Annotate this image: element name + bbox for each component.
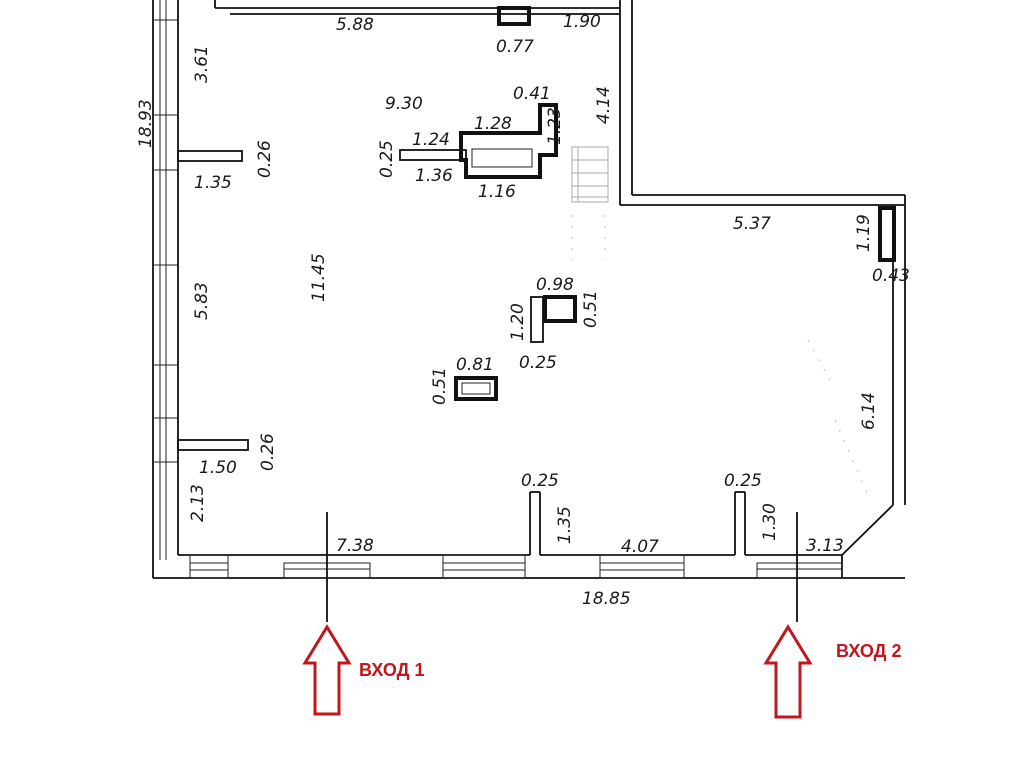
dim-column-bottom-width: 1.16 xyxy=(478,182,516,202)
dim-room-depth: 11.45 xyxy=(309,253,329,302)
dim-upper-partition-thickness: 0.26 xyxy=(255,140,275,178)
dim-column-top-thickness: 0.41 xyxy=(513,84,551,104)
dim-column-arm-thickness: 0.25 xyxy=(377,140,397,178)
entrance-1-label: ВХОД 1 xyxy=(359,660,424,680)
dimension-labels: 5.88 0.77 1.90 3.61 18.93 0.26 1.35 5.83… xyxy=(136,12,910,609)
dim-top-left-wall: 5.88 xyxy=(336,15,374,35)
dim-pillar-side: 0.51 xyxy=(581,290,601,328)
dim-left-upper-window-wall: 3.61 xyxy=(192,45,212,83)
dim-left-lower-wall: 2.13 xyxy=(188,484,208,522)
dim-pillar-top: 0.98 xyxy=(536,275,574,295)
staircase xyxy=(571,146,609,203)
entrance-2-arrow-icon xyxy=(763,624,813,719)
dim-right-upper-wall: 5.37 xyxy=(733,214,771,234)
dim-bottom-right-segment: 3.13 xyxy=(806,536,844,556)
dim-pier1-depth: 1.35 xyxy=(555,506,575,544)
column-box xyxy=(454,376,498,401)
dim-column-height: 1.23 xyxy=(545,107,565,145)
dim-stair-wall: 4.14 xyxy=(594,86,614,124)
dim-pier1-width: 0.25 xyxy=(521,471,559,491)
dim-left-total: 18.93 xyxy=(136,99,156,148)
dim-top-niche-width: 0.77 xyxy=(496,37,534,57)
dim-pillar-stem: 0.25 xyxy=(519,353,557,373)
entrance-1-arrow-icon xyxy=(302,624,352,716)
dim-bottom-middle-segment: 4.07 xyxy=(621,537,659,557)
dim-right-niche-width: 0.43 xyxy=(872,266,910,286)
dim-lower-partition-length: 1.50 xyxy=(199,458,237,478)
dim-right-lower-wall: 6.14 xyxy=(859,392,879,430)
dim-right-niche-height: 1.19 xyxy=(854,214,874,252)
dim-inner-width: 9.30 xyxy=(385,94,423,114)
dim-column-arm-width: 1.24 xyxy=(412,130,450,150)
dim-pillar-height: 1.20 xyxy=(508,303,528,341)
entrance-2-label: ВХОД 2 xyxy=(836,641,901,661)
dim-pier2-width: 0.25 xyxy=(724,471,762,491)
central-column xyxy=(399,103,558,179)
pillar xyxy=(530,295,577,343)
faint-marks xyxy=(571,215,871,501)
partitions xyxy=(177,6,896,555)
dim-top-right-wall: 1.90 xyxy=(563,12,601,32)
dim-left-middle-wall: 5.83 xyxy=(192,282,212,320)
dim-box-width: 0.81 xyxy=(456,355,494,375)
dim-box-height: 0.51 xyxy=(430,367,450,405)
dim-pier2-depth: 1.30 xyxy=(760,503,780,541)
dim-column-mid-width: 1.36 xyxy=(415,166,453,186)
bottom-windows xyxy=(189,554,843,579)
dim-column-top-width: 1.28 xyxy=(474,114,512,134)
dim-bottom-total: 18.85 xyxy=(582,589,631,609)
dim-upper-partition-length: 1.35 xyxy=(194,173,232,193)
dim-bottom-left-segment: 7.38 xyxy=(336,536,374,556)
dim-lower-partition-thickness: 0.26 xyxy=(258,433,278,471)
entrance-axes xyxy=(326,512,798,622)
